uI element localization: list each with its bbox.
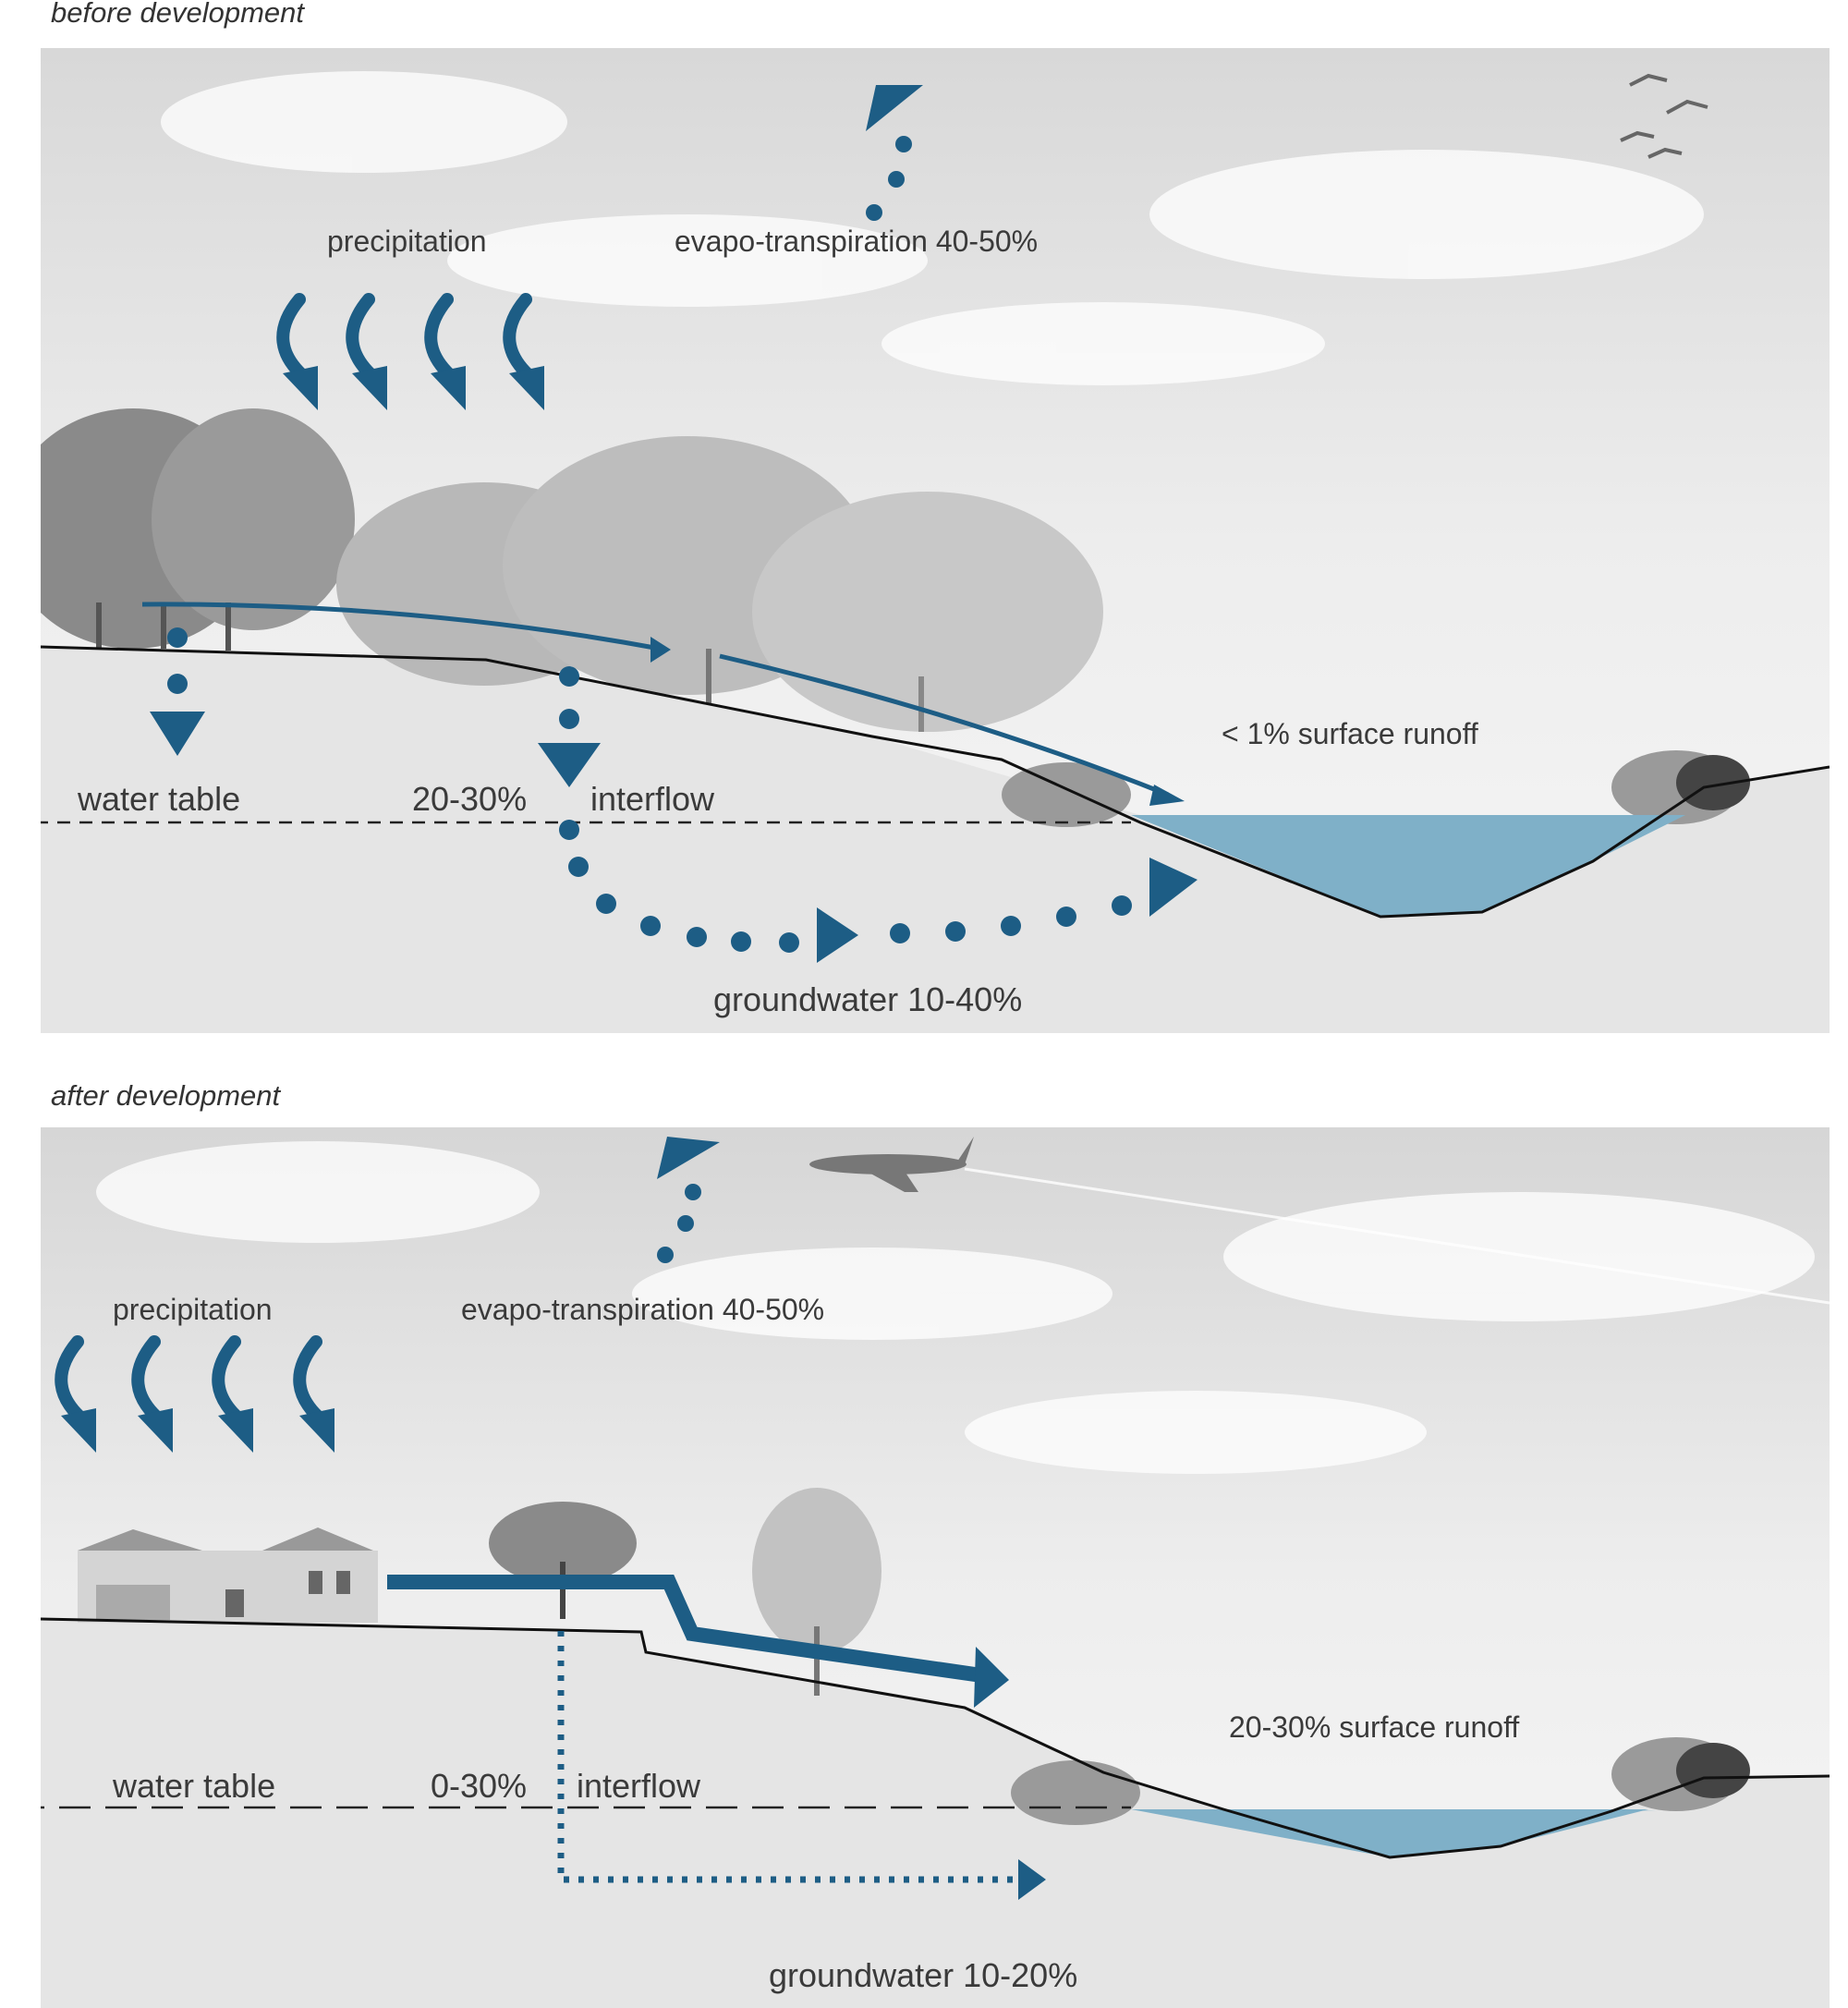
ground <box>41 647 1830 1033</box>
precipitation-arrowheads <box>61 1408 334 1453</box>
clouds <box>96 1141 1815 1474</box>
before-surface-runoff-label: < 1% surface runoff <box>1222 717 1478 750</box>
before-groundwater-label: groundwater 10-40% <box>713 980 1022 1018</box>
trees <box>489 1488 881 1696</box>
after-development-diagram: precipitation evapo-transpiration 40-50%… <box>41 1127 1830 2008</box>
interflow-arrow <box>141 602 1185 806</box>
surface-runoff-arrow <box>387 1575 1009 1708</box>
after-interflow-pct-label: 0-30% <box>431 1767 527 1805</box>
contrail <box>964 1167 1830 1305</box>
ground <box>41 1619 1830 2008</box>
shrubs <box>1011 1737 1750 1825</box>
after-water-table-label: water table <box>112 1767 275 1805</box>
before-interflow-label: interflow <box>590 780 715 818</box>
trees-cluster <box>41 408 1103 732</box>
groundwater-arrow <box>557 1631 1046 1900</box>
water-table-arrow <box>150 627 205 756</box>
birds <box>1620 73 1708 159</box>
after-surface-runoff-label: 20-30% surface runoff <box>1229 1710 1519 1744</box>
groundwater-arrow <box>559 820 1198 963</box>
house <box>78 1527 378 1623</box>
after-title: after development <box>51 1079 281 1112</box>
after-precipitation-label: precipitation <box>113 1293 273 1326</box>
before-water-table-label: water table <box>77 780 240 818</box>
after-evapotranspiration-label: evapo-transpiration 40-50% <box>461 1293 824 1326</box>
evapotranspiration-arrow <box>657 1137 720 1263</box>
shrubs <box>1002 750 1750 827</box>
evapotranspiration-arrow <box>866 85 923 221</box>
infiltration-arrow <box>538 666 601 787</box>
clouds <box>161 71 1704 385</box>
before-precipitation-label: precipitation <box>327 225 487 258</box>
before-interflow-pct-label: 20-30% <box>412 780 527 818</box>
ground-line <box>41 1617 1830 1859</box>
water-body <box>1131 815 1685 917</box>
after-interflow-label: interflow <box>577 1767 701 1805</box>
before-development-diagram: precipitation evapo-transpiration 40-50% <box>41 48 1830 1033</box>
precipitation-arrowheads <box>283 366 544 410</box>
ground-line <box>41 645 1830 919</box>
before-evapotranspiration-label: evapo-transpiration 40-50% <box>675 225 1038 258</box>
airplane <box>809 1137 974 1192</box>
before-title: before development <box>51 0 305 29</box>
after-groundwater-label: groundwater 10-20% <box>769 1956 1077 1994</box>
